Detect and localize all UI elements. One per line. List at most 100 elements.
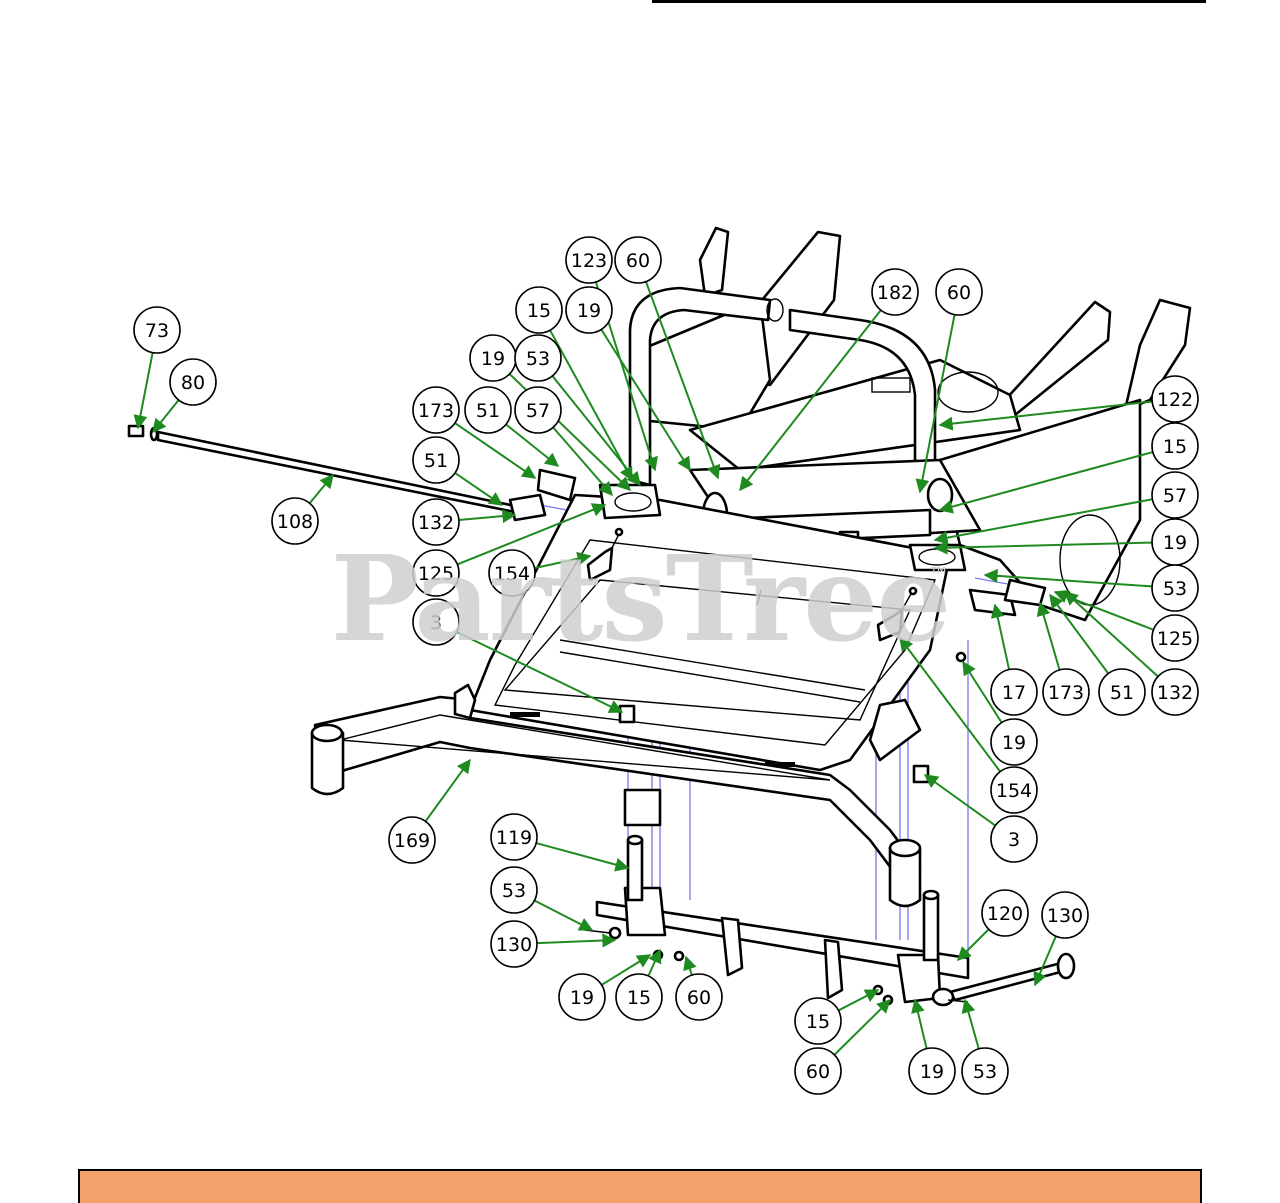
callout-60: 60 [614,236,662,284]
callout-label: 108 [277,511,313,533]
callout-label: 182 [877,282,913,304]
leader-line [962,660,1003,724]
frame-drawing [127,226,1192,1007]
callout-circle [1042,668,1090,716]
callout-label: 15 [806,1011,830,1033]
top-rule [652,0,1206,3]
leader-line [535,842,630,872]
callout-15: 15 [1151,422,1199,470]
callout-label: 19 [920,1061,944,1083]
callout-label: 125 [1157,628,1193,650]
callout-circle [1041,891,1089,939]
callout-circle [271,497,319,545]
hardware [508,468,1047,1006]
callout-label: 51 [1110,682,1134,704]
callout-label: 15 [1163,436,1187,458]
callout-circle [794,997,842,1045]
callout-circle [412,598,460,646]
callout-122: 122 [1151,375,1199,423]
callout-label: 125 [418,563,454,585]
leader-line [983,568,1153,588]
callout-circle [490,920,538,968]
callout-circle [615,973,663,1021]
leader-lines [133,281,1159,1056]
leader-line [915,314,956,494]
callout-label: 15 [627,987,651,1009]
callout-132: 132 [1151,668,1199,716]
callout-60: 60 [935,268,983,316]
leader-line [644,281,721,480]
callout-label: 51 [424,450,448,472]
leader-line [990,603,1011,670]
callout-19: 19 [1151,518,1199,566]
callout-182: 182 [871,268,919,316]
callout-circle [464,386,512,434]
leader-line [424,758,471,822]
leader-line [647,948,662,977]
callout-80: 80 [169,358,217,406]
leader-line [683,955,697,976]
callout-label: 19 [577,300,601,322]
callout-circle [981,889,1029,937]
callout-label: 57 [1163,485,1187,507]
leader-line [552,426,613,497]
callout-circle [412,549,460,597]
leader-line [933,540,1153,555]
callout-circle [515,286,563,334]
callout-130: 130 [1041,891,1089,939]
leader-line [505,423,560,467]
callout-120: 120 [981,889,1029,937]
callout-label: 53 [502,880,526,902]
leader-line [534,551,592,570]
callout-53: 53 [490,866,538,914]
callout-label: 57 [526,400,550,422]
front-axle-beam [310,683,922,908]
callout-circle [133,306,181,354]
callout-19: 19 [565,286,613,334]
leader-line [1049,593,1110,675]
lower-axle [595,834,1076,1007]
callout-17: 17 [990,668,1038,716]
watermark-trademark: ™ [928,564,950,589]
callout-19: 19 [558,973,606,1021]
leader-line [536,933,617,948]
leader-line [1033,935,1057,987]
callout-label: 60 [687,987,711,1009]
leader-line [957,928,990,961]
callout-circle [412,436,460,484]
callout-label: 130 [496,934,532,956]
leader-line [933,498,1153,545]
leader-line [551,375,641,487]
leader-line [600,328,691,472]
callout-circle [488,549,536,597]
callout-label: 60 [947,282,971,304]
callout-57: 57 [514,386,562,434]
leader-line [938,451,1154,514]
callout-19: 19 [990,718,1038,766]
callout-circle [169,358,217,406]
callout-15: 15 [615,973,663,1021]
callout-label: 53 [1163,578,1187,600]
callout-circle [490,813,538,861]
callout-53: 53 [1151,564,1199,612]
leader-line [534,899,594,931]
callout-circle [990,718,1038,766]
callout-label: 73 [145,320,169,342]
leader-line [1063,591,1159,678]
callout-173: 173 [1042,668,1090,716]
callout-circle [388,816,436,864]
callout-label: 60 [806,1061,830,1083]
callout-label: 132 [418,512,454,534]
leader-line [456,631,624,713]
callout-53: 53 [514,334,562,382]
bottom-bar [78,1169,1202,1203]
callout-label: 80 [181,372,205,394]
callout-19: 19 [908,1047,956,1095]
leader-line [549,329,633,482]
callout-125: 125 [1151,614,1199,662]
leader-line [961,998,980,1050]
callout-label: 154 [494,563,530,585]
callout-circle [961,1047,1009,1095]
